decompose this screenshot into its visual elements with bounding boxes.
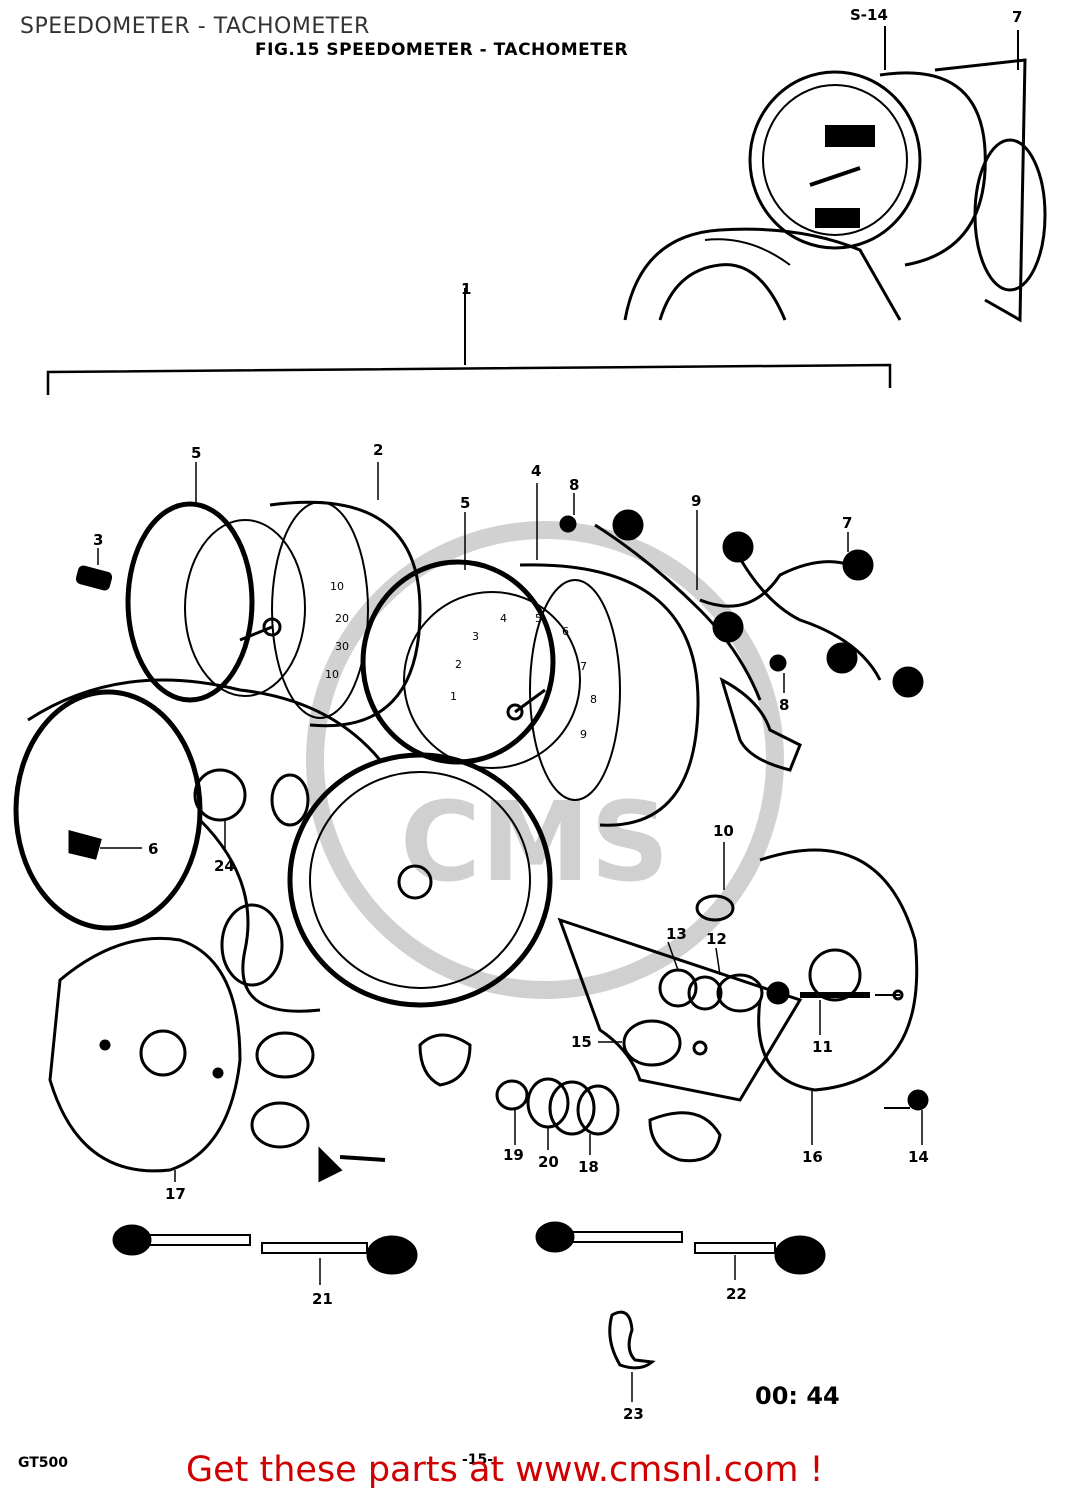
callout-21: 21 [312,1290,333,1308]
callout-7: 7 [842,514,853,532]
screw-part-3 [75,565,113,591]
rear-cover-part-16 [757,848,919,1092]
callout-16: 16 [802,1148,823,1166]
model-code: GT500 [18,1455,69,1471]
callout-13: 13 [666,925,687,943]
callout-4: 4 [531,462,542,480]
callout-23: 23 [623,1405,644,1423]
bulb-sockets [250,1031,472,1183]
tachometer-gauge [125,500,422,728]
callout-12: 12 [706,930,727,948]
callout-3: 3 [93,531,104,549]
inset-instrument-view [623,58,1047,323]
inset-callout-s14: S-14 [850,6,888,24]
svg-text:CMS: CMS [400,778,669,906]
callout-9: 9 [691,492,702,510]
page-number: -15- [462,1452,494,1468]
callout-14: 14 [908,1148,929,1166]
callout-2: 2 [373,441,384,459]
callout-18: 18 [578,1158,599,1176]
tach-num: 5 [535,612,542,625]
tach-num: 6 [562,625,569,638]
wiring-harness [559,509,924,772]
small-parts [495,894,929,1163]
figure-title: FIG.15 SPEEDOMETER - TACHOMETER [255,40,629,60]
callout-15: 15 [571,1033,592,1051]
diagram-code: 00: 44 [755,1382,840,1410]
callout-24: 24 [214,857,235,875]
callout-5-left: 5 [191,444,202,462]
callout-8-top: 8 [569,476,580,494]
callout-8-bottom: 8 [779,696,790,714]
cmsnl-link[interactable]: Get these parts at www.cmsnl.com ! [186,1450,824,1490]
callout-11: 11 [812,1038,833,1056]
tach-num: 4 [500,612,507,625]
callout-19: 19 [503,1146,524,1164]
clip-part-23 [608,1310,656,1370]
cmsnl-watermark: CMS [306,521,784,999]
speed-num: 10 [330,580,344,593]
callout-1: 1 [461,280,472,298]
callout-5-center: 5 [460,494,471,512]
cable-part-21 [112,1224,418,1275]
callout-20: 20 [538,1153,559,1171]
tach-num: 3 [472,630,479,643]
tach-num: 1 [450,690,457,703]
tach-num: 9 [580,728,587,741]
speed-num: 30 [335,640,349,653]
speed-num: 20 [335,612,349,625]
cable-part-22 [535,1221,826,1275]
assembly-bracket [46,363,892,395]
tach-num: 7 [580,660,587,673]
tach-num: 2 [455,658,462,671]
meter-housing [13,678,803,1102]
callout-22: 22 [726,1285,747,1303]
inset-callout-7: 7 [1012,8,1023,26]
tach-num: 8 [590,693,597,706]
callout-10: 10 [713,822,734,840]
back-cover-part-17 [48,936,242,1173]
callout-17: 17 [165,1185,186,1203]
speed-num: 10 [325,668,339,681]
callout-6: 6 [148,840,159,858]
page-title: SPEEDOMETER - TACHOMETER [20,14,370,39]
leader-lines [97,462,923,1402]
